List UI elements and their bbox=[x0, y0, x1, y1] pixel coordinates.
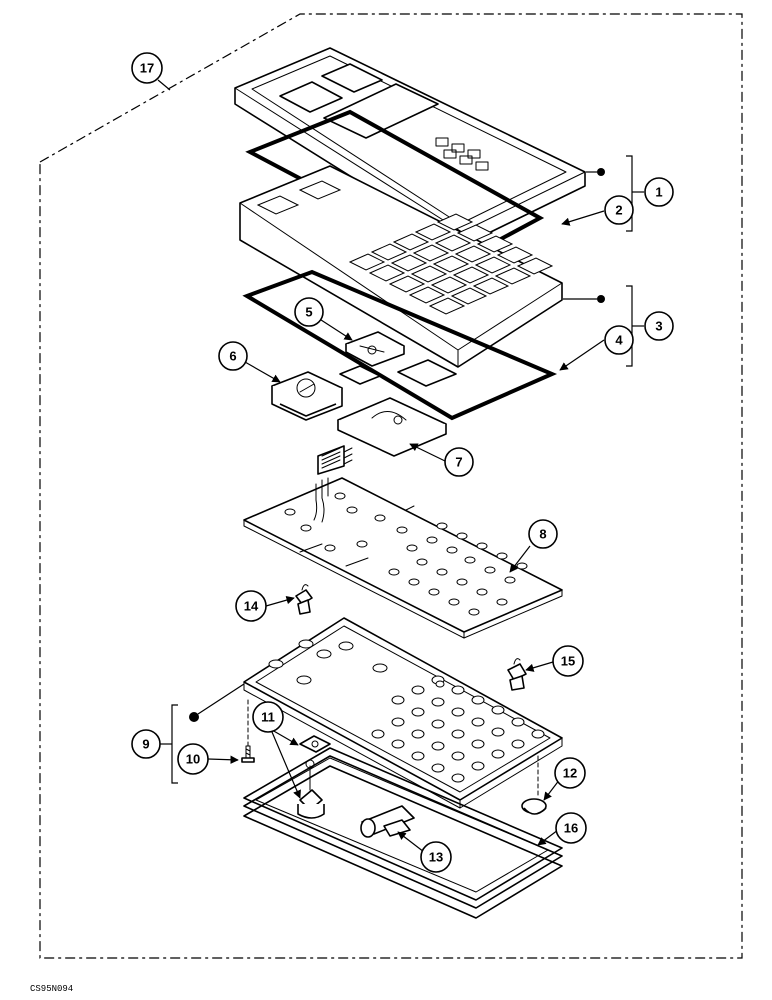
svg-text:9: 9 bbox=[142, 737, 149, 752]
leader-16 bbox=[537, 829, 559, 846]
bracket-callout-9 bbox=[160, 683, 245, 784]
part-12-grommet bbox=[521, 755, 547, 815]
housing-cell-grid bbox=[348, 213, 554, 315]
callout-2: 2 bbox=[604, 195, 634, 225]
svg-text:12: 12 bbox=[563, 766, 577, 781]
callout-11: 11 bbox=[252, 701, 284, 733]
svg-text:13: 13 bbox=[429, 850, 443, 865]
leader-11b bbox=[271, 731, 301, 799]
part-3-housing bbox=[239, 165, 563, 368]
part-7-gauge-board bbox=[337, 359, 457, 457]
callout-16: 16 bbox=[555, 812, 587, 844]
leader-14 bbox=[265, 596, 295, 607]
svg-text:8: 8 bbox=[539, 527, 546, 542]
callout-5: 5 bbox=[294, 297, 324, 327]
svg-text:16: 16 bbox=[564, 821, 578, 836]
part-5-gauge-module bbox=[345, 331, 405, 367]
callout-14: 14 bbox=[235, 590, 267, 622]
leader-17 bbox=[157, 79, 171, 91]
svg-text:3: 3 bbox=[655, 319, 662, 334]
svg-text:17: 17 bbox=[140, 61, 154, 76]
callout-6: 6 bbox=[218, 341, 248, 371]
svg-text:10: 10 bbox=[186, 752, 200, 767]
leader-6 bbox=[244, 361, 281, 383]
callout-15: 15 bbox=[552, 645, 584, 677]
assembly-boundary bbox=[39, 13, 743, 959]
part-4-gasket bbox=[242, 269, 558, 421]
bracket-callout-1 bbox=[586, 155, 644, 232]
svg-text:11: 11 bbox=[261, 710, 275, 725]
leader-7 bbox=[409, 443, 446, 462]
callout-3: 3 bbox=[644, 311, 674, 341]
part-15-lamp-holder bbox=[507, 658, 527, 691]
svg-text:6: 6 bbox=[229, 349, 236, 364]
svg-text:4: 4 bbox=[615, 333, 623, 348]
callout-13: 13 bbox=[420, 841, 452, 873]
callout-12: 12 bbox=[554, 757, 586, 789]
leader-8 bbox=[509, 545, 531, 573]
ribbon-connector bbox=[317, 445, 353, 475]
leader-4 bbox=[559, 339, 605, 371]
leader-11 bbox=[271, 729, 299, 746]
leader-15 bbox=[525, 661, 554, 672]
callout-8: 8 bbox=[528, 519, 558, 549]
callout-9: 9 bbox=[131, 729, 161, 759]
svg-text:5: 5 bbox=[305, 305, 312, 320]
svg-text:15: 15 bbox=[561, 654, 575, 669]
leader-12 bbox=[543, 778, 561, 801]
svg-text:2: 2 bbox=[615, 203, 622, 218]
figure-code: CS95N094 bbox=[30, 984, 73, 994]
callout-7: 7 bbox=[444, 447, 474, 477]
part-16-bottom-tray bbox=[243, 747, 563, 919]
callout-1: 1 bbox=[644, 177, 674, 207]
bracket-callout-3 bbox=[563, 285, 644, 367]
part-11-switch bbox=[297, 735, 331, 819]
callout-17: 17 bbox=[131, 52, 163, 84]
part-6-gauge-module bbox=[271, 371, 343, 421]
leader-5 bbox=[317, 317, 353, 341]
part-14-lamp-holder bbox=[295, 584, 313, 615]
svg-text:14: 14 bbox=[244, 599, 259, 614]
part-9-base-plate bbox=[243, 617, 563, 809]
part-10-screw bbox=[241, 699, 255, 763]
indicator-cluster bbox=[435, 137, 489, 171]
part-8-circuit-board bbox=[243, 477, 563, 639]
leader-2 bbox=[561, 210, 605, 226]
svg-text:1: 1 bbox=[655, 185, 662, 200]
callout-4: 4 bbox=[604, 325, 634, 355]
svg-text:7: 7 bbox=[455, 455, 462, 470]
callout-10: 10 bbox=[177, 743, 209, 775]
base-plate-holes bbox=[268, 639, 545, 783]
board-pads bbox=[284, 492, 528, 616]
leader-13 bbox=[397, 831, 425, 853]
part-13-fitting bbox=[360, 805, 415, 838]
leader-10 bbox=[207, 755, 239, 764]
